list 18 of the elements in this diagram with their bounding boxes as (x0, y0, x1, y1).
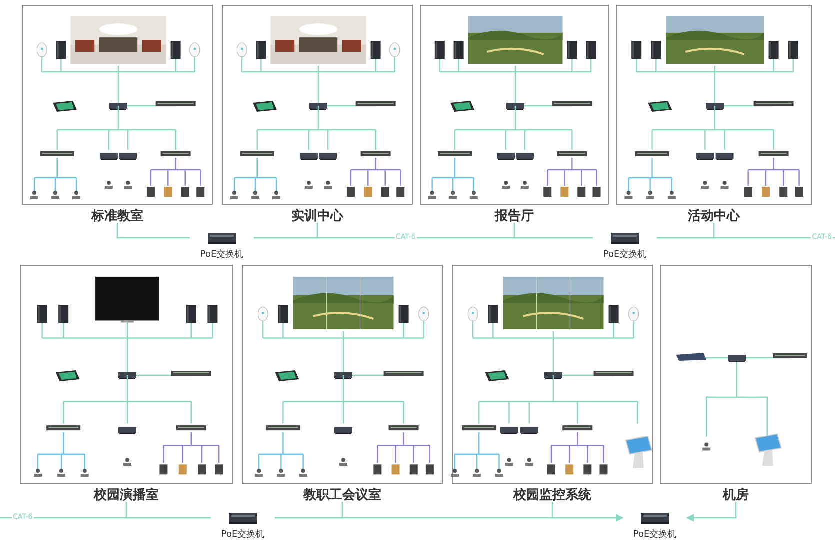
connector-line (116, 223, 190, 239)
connector-line (686, 502, 737, 522)
switch-label: PoE交换机 (220, 528, 266, 541)
switch-label: PoE交换机 (602, 248, 648, 261)
connector-line (514, 223, 593, 239)
room-title: 校园监控系统 (512, 486, 592, 504)
room-title: 报告厅 (494, 208, 535, 225)
connector-line (657, 237, 835, 239)
switch-label: PoE交换机 (632, 528, 678, 541)
connector-line (126, 502, 211, 519)
room-title: 实训中心 (290, 208, 345, 225)
connector-line (552, 502, 624, 522)
room-title: 校园演播室 (92, 486, 160, 504)
switch-label: PoE交换机 (199, 248, 245, 261)
room-title: 教职工会议室 (302, 486, 382, 504)
room-title: 活动中心 (687, 208, 742, 225)
room-title: 机房 (722, 486, 750, 504)
room-title: 标准教室 (90, 208, 144, 225)
